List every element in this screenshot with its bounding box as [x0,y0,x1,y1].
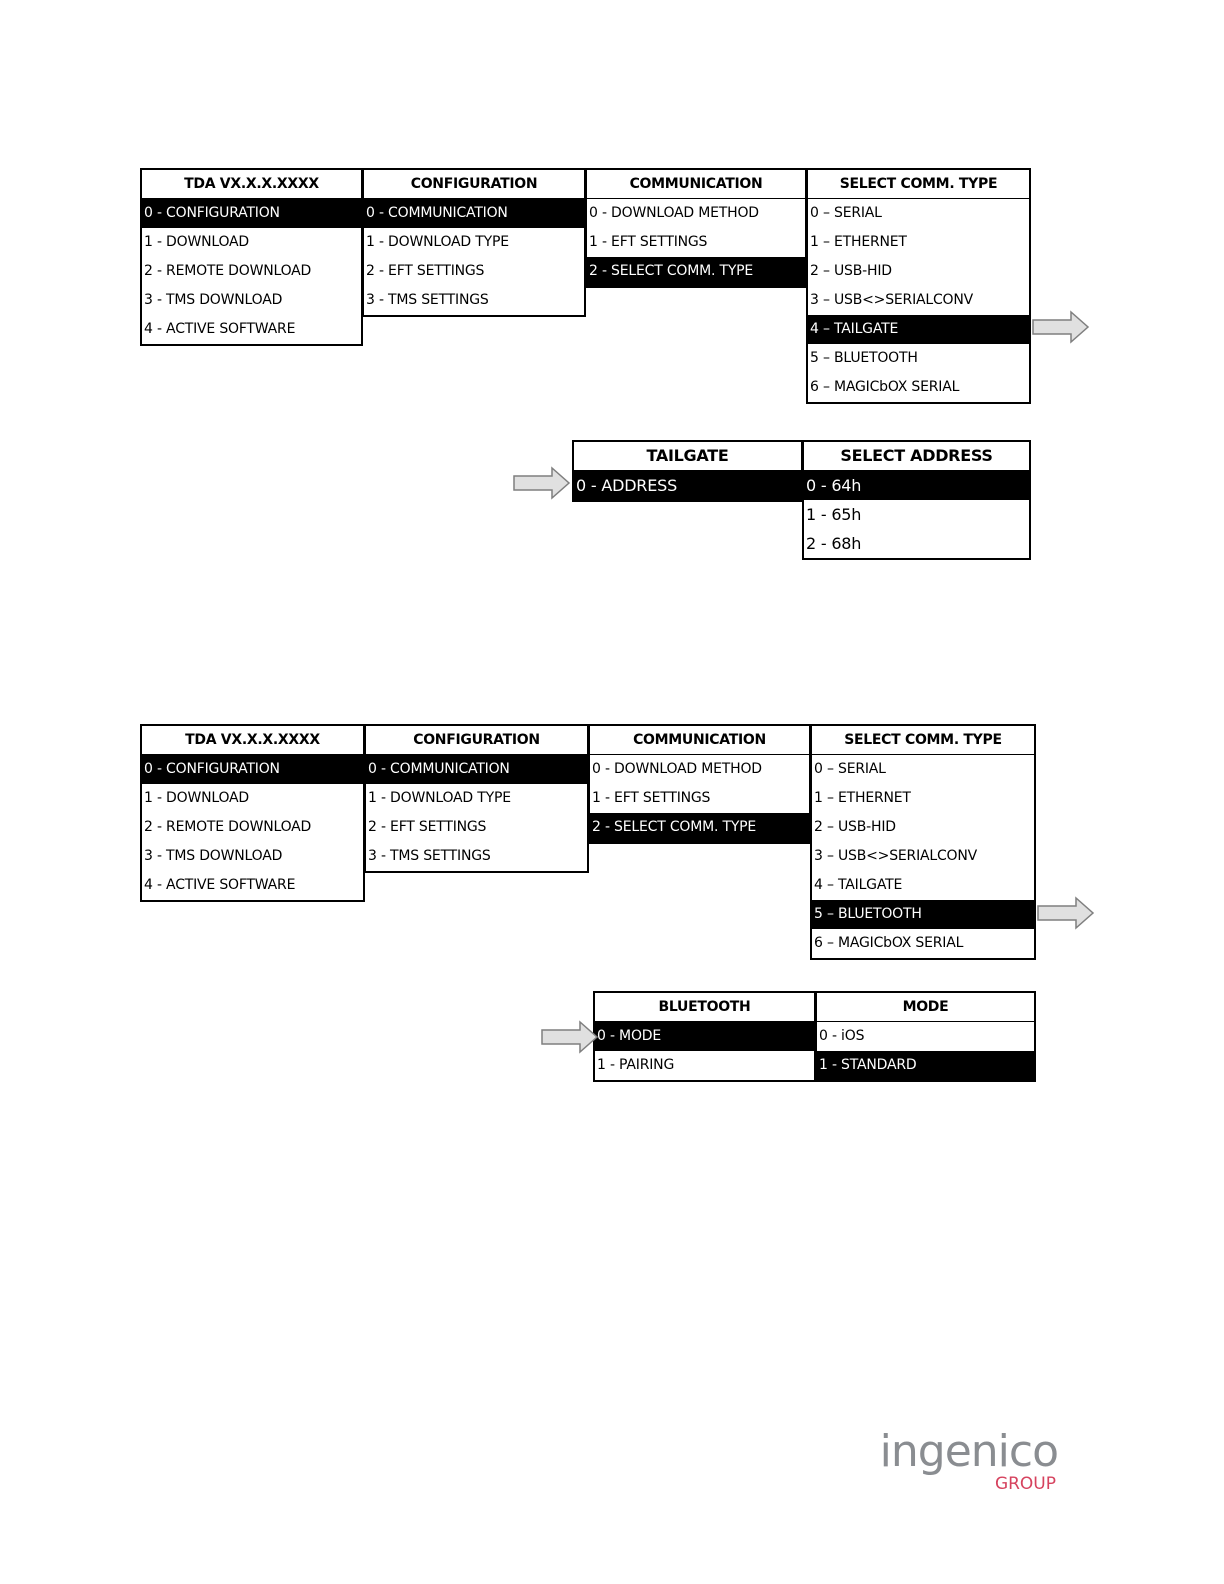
menu-item-configuration-2[interactable]: 2 - EFT SETTINGS [366,263,485,279]
menu-header-tda: TDA VX.X.X.XXXX [142,170,361,199]
menu-header-tda: TDA VX.X.X.XXXX [142,726,363,755]
menu-item-configuration-2[interactable]: 2 - EFT SETTINGS [368,819,487,835]
menu-item-tda-0[interactable]: 0 - CONFIGURATION [142,755,363,784]
menu-item-tda-1[interactable]: 1 - DOWNLOAD [144,790,250,806]
menu-header-select-comm-type: SELECT COMM. TYPE [808,170,1029,199]
menu-item-tda-2[interactable]: 2 - REMOTE DOWNLOAD [144,819,312,835]
menu-item-configuration-3[interactable]: 3 - TMS SETTINGS [366,292,489,308]
menu-item-select-comm-type-6[interactable]: 6 – MAGICbOX SERIAL [810,379,960,395]
menu-item-tda-3[interactable]: 3 - TMS DOWNLOAD [144,848,283,864]
menu-item-select-comm-type-2[interactable]: 2 – USB-HID [814,819,896,835]
menu-item-select-address-2[interactable]: 2 - 68h [806,534,862,553]
menu-item-tda-2[interactable]: 2 - REMOTE DOWNLOAD [144,263,312,279]
menu-item-configuration-0[interactable]: 0 - COMMUNICATION [366,755,587,784]
menu-header-mode: MODE [817,993,1034,1022]
menu-item-select-comm-type-3[interactable]: 3 – USB<>SERIALCONV [810,292,974,308]
menu-select-comm-type: SELECT COMM. TYPE 0 – SERIAL 1 – ETHERNET 2… [810,724,1036,960]
menu-item-select-comm-type-2[interactable]: 2 – USB-HID [810,263,892,279]
menu-header-select-comm-type: SELECT COMM. TYPE [812,726,1034,755]
menu-item-tda-3[interactable]: 3 - TMS DOWNLOAD [144,292,283,308]
menu-header-configuration: CONFIGURATION [366,726,587,755]
menu-item-mode-1[interactable]: 1 - STANDARD [817,1051,1034,1080]
menu-item-select-comm-type-6[interactable]: 6 – MAGICbOX SERIAL [814,935,964,951]
menu-item-select-address-0[interactable]: 0 - 64h [804,471,1029,500]
menu-item-tda-1[interactable]: 1 - DOWNLOAD [144,234,250,250]
menu-item-select-comm-type-4[interactable]: 4 – TAILGATE [814,877,903,893]
menu-item-configuration-1[interactable]: 1 - DOWNLOAD TYPE [368,790,511,806]
menu-mode: MODE 0 - iOS 1 - STANDARD [815,991,1036,1082]
menu-communication: COMMUNICATION 0 - DOWNLOAD METHOD 1 - EFT … [585,168,807,288]
menu-item-communication-2[interactable]: 2 - SELECT COMM. TYPE [587,257,805,286]
menu-item-communication-1[interactable]: 1 - EFT SETTINGS [589,234,708,250]
menu-item-select-comm-type-0[interactable]: 0 – SERIAL [814,761,886,777]
menu-item-configuration-3[interactable]: 3 - TMS SETTINGS [368,848,491,864]
arrow-right-tailgate-icon [1032,310,1090,344]
menu-item-bluetooth-1[interactable]: 1 - PAIRING [597,1057,675,1073]
menu-item-configuration-1[interactable]: 1 - DOWNLOAD TYPE [366,234,509,250]
arrow-into-bluetooth-icon [541,1020,599,1054]
menu-header-communication: COMMUNICATION [587,170,805,199]
menu-item-bluetooth-0[interactable]: 0 - MODE [595,1022,814,1051]
menu-item-select-comm-type-3[interactable]: 3 – USB<>SERIALCONV [814,848,978,864]
menu-item-communication-2[interactable]: 2 - SELECT COMM. TYPE [590,813,809,842]
menu-header-bluetooth: BLUETOOTH [595,993,814,1022]
menu-header-communication: COMMUNICATION [590,726,809,755]
menu-select-comm-type: SELECT COMM. TYPE 0 – SERIAL 1 – ETHERNET 2… [806,168,1031,404]
menu-item-communication-1[interactable]: 1 - EFT SETTINGS [592,790,711,806]
menu-communication: COMMUNICATION 0 - DOWNLOAD METHOD 1 - EFT … [588,724,811,844]
menu-item-mode-0[interactable]: 0 - iOS [819,1028,865,1044]
menu-item-configuration-0[interactable]: 0 - COMMUNICATION [364,199,584,228]
menu-item-select-comm-type-4[interactable]: 4 – TAILGATE [808,315,1029,344]
menu-item-select-comm-type-0[interactable]: 0 – SERIAL [810,205,882,221]
menu-item-communication-0[interactable]: 0 - DOWNLOAD METHOD [589,205,759,221]
menu-item-communication-0[interactable]: 0 - DOWNLOAD METHOD [592,761,762,777]
arrow-right-bluetooth-icon [1037,896,1095,930]
menu-item-select-comm-type-5[interactable]: 5 – BLUETOOTH [810,350,918,366]
menu-header-configuration: CONFIGURATION [364,170,584,199]
logo-wordmark: ingenico [879,1426,1059,1477]
logo-group-text: GROUP [994,1474,1056,1494]
menu-item-tda-4[interactable]: 4 - ACTIVE SOFTWARE [144,321,296,337]
menu-item-tda-4[interactable]: 4 - ACTIVE SOFTWARE [144,877,296,893]
menu-item-select-comm-type-1[interactable]: 1 – ETHERNET [814,790,911,806]
ingenico-logo: ingenico GROUP [879,1426,1062,1500]
menu-item-tda-0[interactable]: 0 - CONFIGURATION [142,199,361,228]
menu-item-tailgate-0[interactable]: 0 - ADDRESS [574,471,801,500]
menu-item-select-comm-type-1[interactable]: 1 – ETHERNET [810,234,907,250]
menu-item-select-address-1[interactable]: 1 - 65h [806,505,862,524]
menu-item-select-comm-type-5[interactable]: 5 – BLUETOOTH [812,900,1034,929]
arrow-into-tailgate-icon [513,466,571,500]
menu-header-tailgate: TAILGATE [574,442,801,471]
menu-header-select-address: SELECT ADDRESS [804,442,1029,471]
